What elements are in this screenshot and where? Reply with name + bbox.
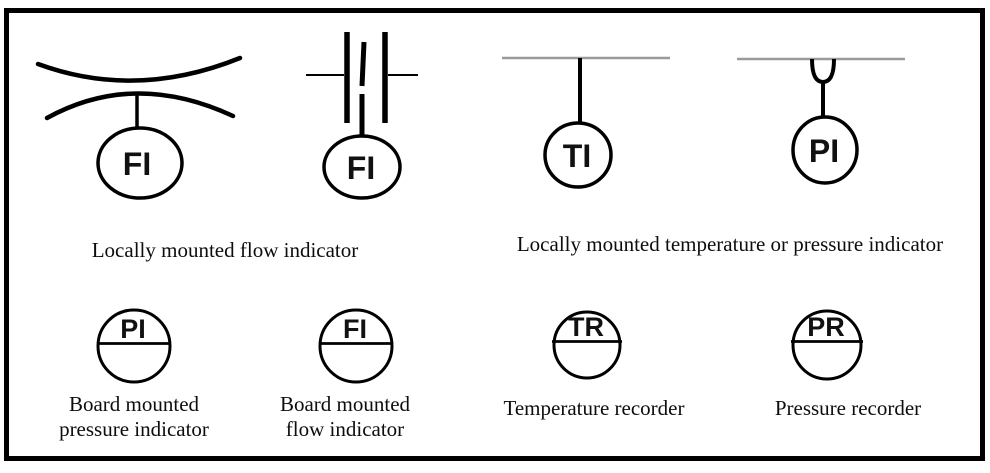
orifice-plate-upper xyxy=(359,41,367,87)
caption-line: Board mounted xyxy=(68,392,200,416)
caption-line: flow indicator xyxy=(285,417,405,441)
instrument-bubble xyxy=(96,308,172,384)
instrument-bubble xyxy=(552,310,622,380)
instrument-tag: TR xyxy=(568,312,604,342)
temperature-recorder-symbol: TR xyxy=(552,310,622,380)
instrument-bubble xyxy=(96,126,184,200)
caption-pressure-recorder: Pressure recorder xyxy=(774,396,922,420)
venturi-flow-indicator-symbol: FI xyxy=(35,55,243,200)
caption-line: pressure indicator xyxy=(59,417,209,441)
orifice-flow-indicator-symbol: FI xyxy=(306,32,418,200)
temperature-indicator-symbol: TI xyxy=(502,56,670,189)
instrument-tag: FI xyxy=(123,146,151,182)
pressure-tap-well xyxy=(810,58,836,85)
board-flow-indicator-symbol: FI xyxy=(318,308,394,384)
instrument-bubble xyxy=(791,309,863,381)
caption-locally-mounted-flow-indicator: Locally mounted flow indicator xyxy=(91,238,359,262)
venturi-upper-curve xyxy=(35,55,243,83)
venturi-lower-curve xyxy=(44,91,236,121)
instrument-tag: TI xyxy=(563,138,591,174)
outer-border xyxy=(4,8,985,461)
instrument-tag: PI xyxy=(809,133,839,169)
caption-line: Board mounted xyxy=(279,392,411,416)
caption-board-mounted-pressure-indicator: Board mounted pressure indicator xyxy=(14,392,254,442)
instrument-tag: PI xyxy=(120,314,146,344)
instrument-tag: FI xyxy=(347,150,375,186)
caption-locally-mounted-temp-pressure-indicator: Locally mounted temperature or pressure … xyxy=(516,232,944,256)
instrument-tag: FI xyxy=(343,314,367,344)
board-pressure-indicator-symbol: PI xyxy=(96,308,172,384)
caption-board-mounted-flow-indicator: Board mounted flow indicator xyxy=(225,392,465,442)
instrument-bubble xyxy=(791,115,859,185)
instrument-bubble xyxy=(322,134,402,200)
instrument-tag: PR xyxy=(807,312,845,342)
instrument-bubble xyxy=(318,308,394,384)
instrument-bubble xyxy=(543,121,613,189)
pressure-recorder-symbol: PR xyxy=(791,309,863,381)
caption-temperature-recorder: Temperature recorder xyxy=(503,396,685,420)
pressure-indicator-symbol: PI xyxy=(737,57,905,185)
